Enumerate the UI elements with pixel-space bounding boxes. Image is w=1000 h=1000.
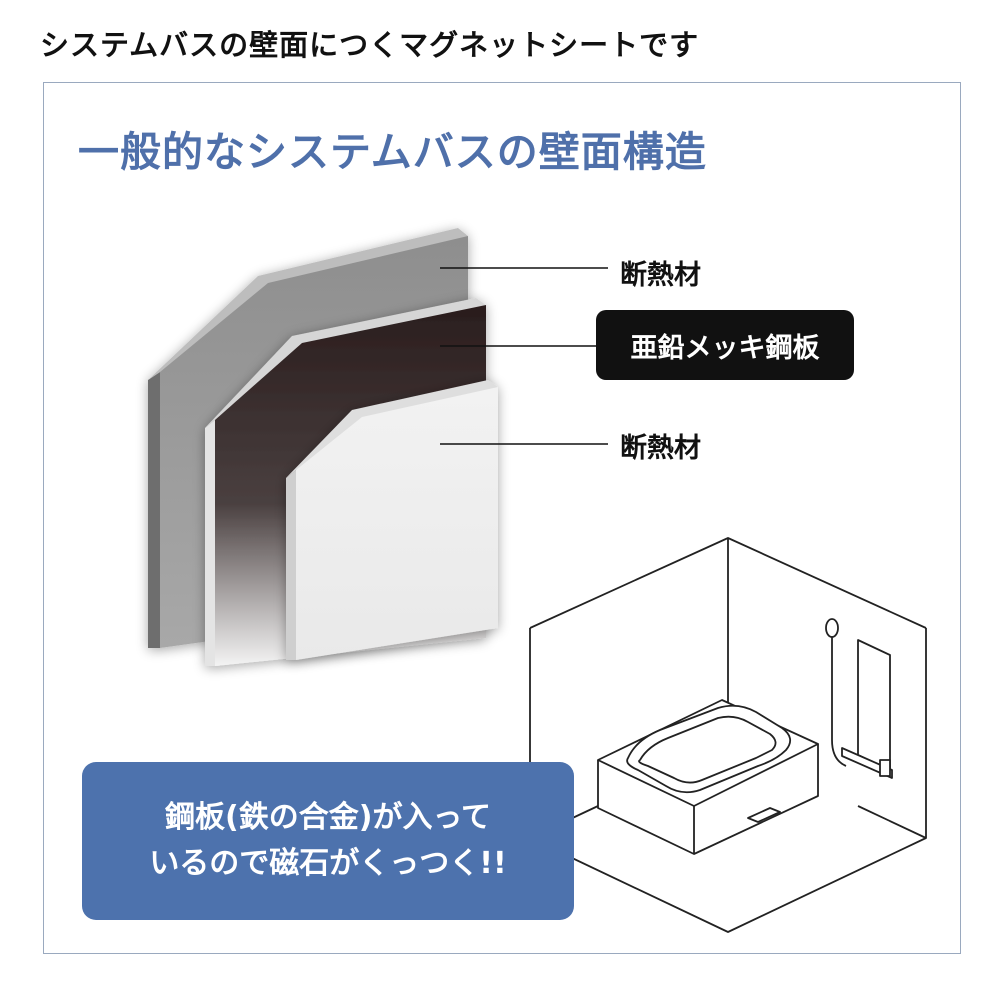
diagram-title: 一般的なシステムバスの壁面構造 — [78, 128, 707, 176]
callout-line-1: 鋼板(鉄の合金)が入って — [165, 800, 491, 835]
callout-box: 鋼板(鉄の合金)が入って いるので磁石がくっつく!! — [82, 762, 574, 920]
layer-insulation-front — [286, 380, 498, 660]
callout-line-2: いるので磁石がくっつく!! — [149, 846, 507, 881]
page-heading: システムバスの壁面につくマグネットシートです — [40, 28, 700, 62]
diagram-frame — [43, 82, 961, 954]
label-insulation-bottom: 断熱材 — [620, 433, 701, 464]
label-steel-plate: 亜鉛メッキ鋼板 — [596, 310, 854, 380]
label-insulation-top: 断熱材 — [620, 260, 701, 291]
